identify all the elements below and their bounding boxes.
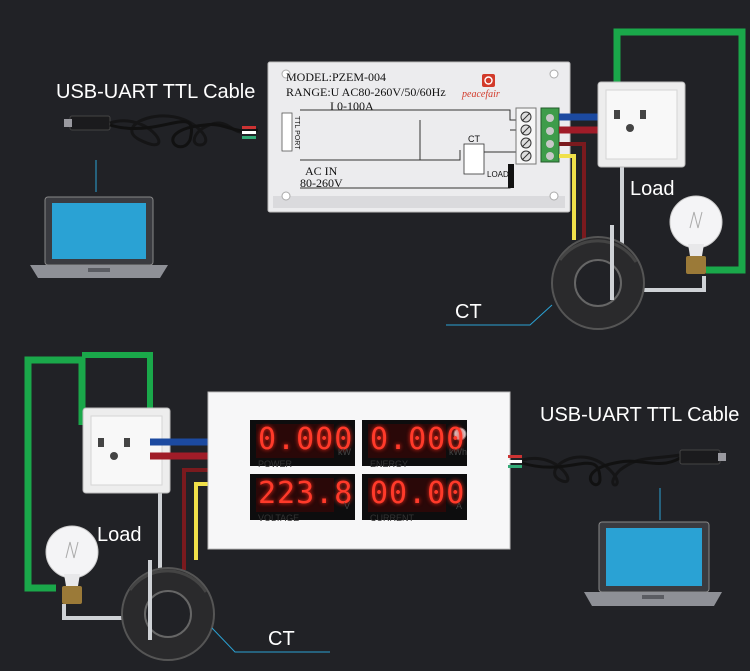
power-display: 0.000 (258, 422, 354, 457)
power-unit: kW (338, 447, 351, 457)
voltage-unit: V (344, 501, 351, 511)
voltage-display: 223.8 (258, 476, 354, 511)
ac-in-label: AC IN (305, 164, 338, 178)
current-unit: A (456, 501, 463, 511)
wall-socket-top (597, 81, 686, 168)
earth-wire-bottom (82, 352, 153, 428)
pzem-004-module (267, 61, 571, 213)
module-range-current: I 0-100A (330, 99, 374, 113)
neutral-return-wire-top (620, 118, 706, 292)
ct-wire-yellow-bottom (194, 482, 212, 560)
energy-unit: kWh (449, 447, 467, 457)
load-label: Load (97, 524, 142, 546)
ct-wire-red-top (559, 142, 586, 255)
usb-cable-icon (64, 114, 259, 149)
module-range-voltage: RANGE:U AC80-260V/50/60Hz (286, 85, 446, 99)
module-model: MODEL:PZEM-004 (286, 70, 386, 84)
load-terminal-label: LOAD (487, 170, 509, 179)
usb-cable-icon (508, 449, 726, 487)
ct-wire-red-bottom (182, 468, 212, 570)
ct-label: CT (268, 628, 295, 650)
current-label: CURRENT (370, 513, 414, 523)
pzem-meter-panel (207, 391, 511, 550)
ct-terminal-label: CT (468, 134, 480, 144)
load-label: Load (630, 178, 675, 200)
brand-logo: peacefair (462, 89, 500, 100)
earth-wire-bottom-left (24, 356, 86, 592)
earth-wire-top (613, 28, 746, 274)
current-display: 00.00 (370, 476, 466, 511)
laptop-icon (30, 196, 168, 278)
usb-cable-label: USB-UART TTL Cable (540, 404, 740, 426)
ac-range-label: 80-260V (300, 176, 343, 190)
usb-cable-label: USB-UART TTL Cable (56, 81, 256, 103)
voltage-label: VOLTAGE (258, 513, 300, 523)
energy-label: ENERGY (370, 459, 409, 469)
light-bulb-icon (669, 195, 723, 274)
power-label: POWER (258, 459, 293, 469)
ct-label: CT (455, 301, 482, 323)
ct-pointer-bottom (211, 627, 330, 653)
current-transformer-top (551, 236, 645, 330)
ct-wire-yellow-top (559, 154, 576, 240)
ct-pointer-top (446, 304, 553, 326)
wall-socket-bottom (82, 407, 171, 494)
neutral-return-wire-bottom (62, 460, 162, 620)
current-transformer-bottom (121, 567, 215, 661)
energy-display: 0.000 (370, 422, 466, 457)
laptop-icon (584, 521, 722, 606)
ttl-port-label: TTL PORT (293, 116, 300, 150)
light-bulb-icon (45, 525, 99, 604)
